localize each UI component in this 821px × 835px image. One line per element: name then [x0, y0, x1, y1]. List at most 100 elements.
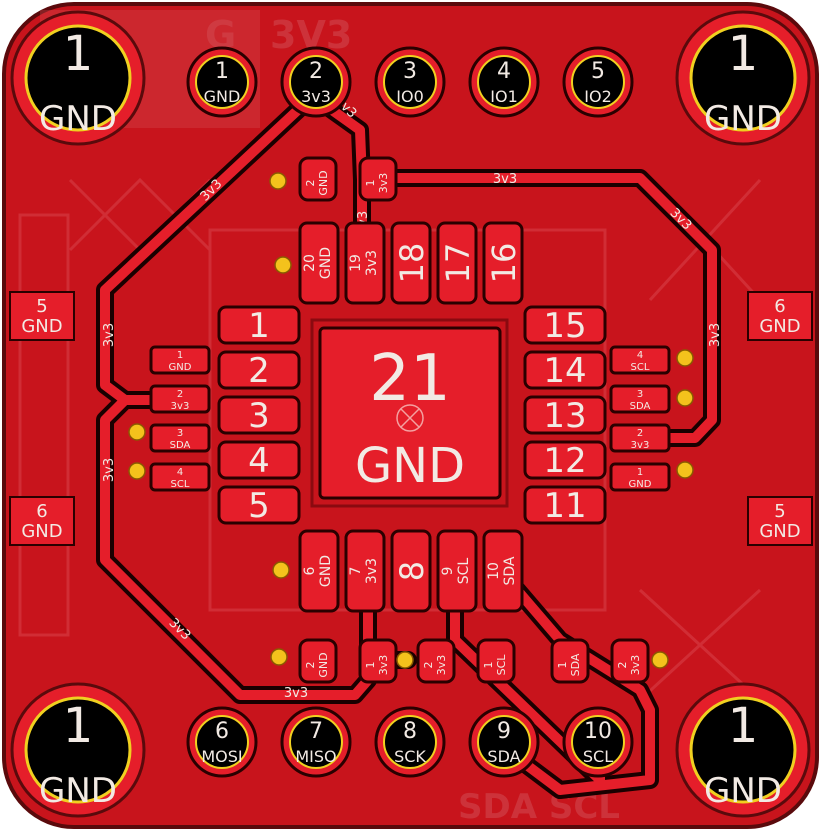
connector-pad-net: 3v3 [631, 440, 650, 451]
header-drill [477, 55, 531, 109]
via [651, 651, 669, 669]
mounting-hole-drill [689, 696, 797, 804]
ic-pad: 12 [523, 440, 607, 481]
mounting-hole-net: GND [39, 771, 117, 811]
connector-pad-net: 3v3 [171, 401, 190, 412]
edge-pad-net: GND [759, 521, 800, 542]
header-pin-number: 4 [497, 59, 511, 84]
ic-pad-number: 2 [248, 351, 270, 391]
via [676, 389, 694, 407]
ic-pad-copper [523, 305, 607, 345]
header-drill [383, 715, 437, 769]
ic-pad-copper [298, 221, 340, 305]
connector-pad-copper [149, 384, 211, 414]
header-drill [289, 715, 343, 769]
edge-pad-number: 5 [774, 501, 785, 522]
via [269, 172, 287, 190]
header-drill [571, 715, 625, 769]
ic-pad-copper [217, 395, 301, 435]
ic-pad-number: 3 [248, 396, 270, 436]
vias [128, 172, 694, 669]
connector-pad-net: GND [629, 479, 652, 490]
edge-pad-copper [747, 496, 813, 546]
header-pin-net: IO1 [490, 87, 518, 106]
ic-pad-copper [523, 485, 607, 525]
passive-pad-copper [358, 156, 398, 202]
connector-pad-copper [609, 423, 671, 453]
edge-pad-net: GND [21, 316, 62, 337]
ic-pad: 3 [217, 395, 301, 436]
ic-pad: 11 [523, 485, 607, 526]
ic-pad-copper [482, 221, 524, 305]
header-drill [195, 715, 249, 769]
ic-pad-number: 10 [486, 562, 502, 580]
connector-pad-number: 4 [637, 350, 643, 361]
via [676, 349, 694, 367]
ic-pad-copper [436, 221, 478, 305]
ic-pad-number: 11 [543, 486, 586, 526]
passive-pad-copper [416, 638, 456, 684]
mounting-hole-number: 1 [63, 26, 94, 82]
header-pin-net: SCK [394, 747, 426, 766]
trace-label: 3v3 [102, 458, 117, 482]
via [272, 561, 290, 579]
connector-pad-number: 2 [177, 389, 183, 400]
connector-pad-number: 4 [177, 467, 183, 478]
ic-pad: 4 [217, 440, 301, 481]
via [270, 648, 288, 666]
mounting-hole-drill [24, 696, 132, 804]
mounting-hole-net: GND [704, 771, 782, 811]
ic-pad-copper [523, 395, 607, 435]
ic-pad-number: 15 [543, 306, 586, 346]
header-pin-number: 5 [591, 59, 605, 84]
connector-pad-copper [609, 462, 671, 492]
ic-pad-copper [390, 221, 432, 305]
header-pin-net: IO2 [584, 87, 612, 106]
mounting-hole-number: 1 [728, 26, 759, 82]
header-pin-net: IO0 [396, 87, 424, 106]
ic-pad-number: 12 [543, 441, 586, 481]
ic-pad: 5 [217, 485, 301, 526]
mounting-hole-drill [689, 24, 797, 132]
ic-outline [310, 318, 509, 508]
ic-pad: 8 [390, 529, 432, 613]
passive-pad-copper [610, 638, 650, 684]
ic-pad-number: 17 [439, 243, 477, 284]
ic-pad-number: 7 [348, 567, 364, 576]
connector-pad-number: 1 [177, 350, 183, 361]
mounting-hole-number: 1 [63, 698, 94, 754]
header-pin-net: 3v3 [301, 87, 331, 106]
ic-pad-net: GND [318, 247, 334, 279]
header-drill [195, 55, 249, 109]
header-pin-number: 8 [403, 719, 417, 744]
connector-pad-copper [609, 384, 671, 414]
passive-pad-number: 2 [304, 180, 317, 187]
ic-pad-copper [217, 350, 301, 390]
header-pin-net: MISO [295, 747, 336, 766]
